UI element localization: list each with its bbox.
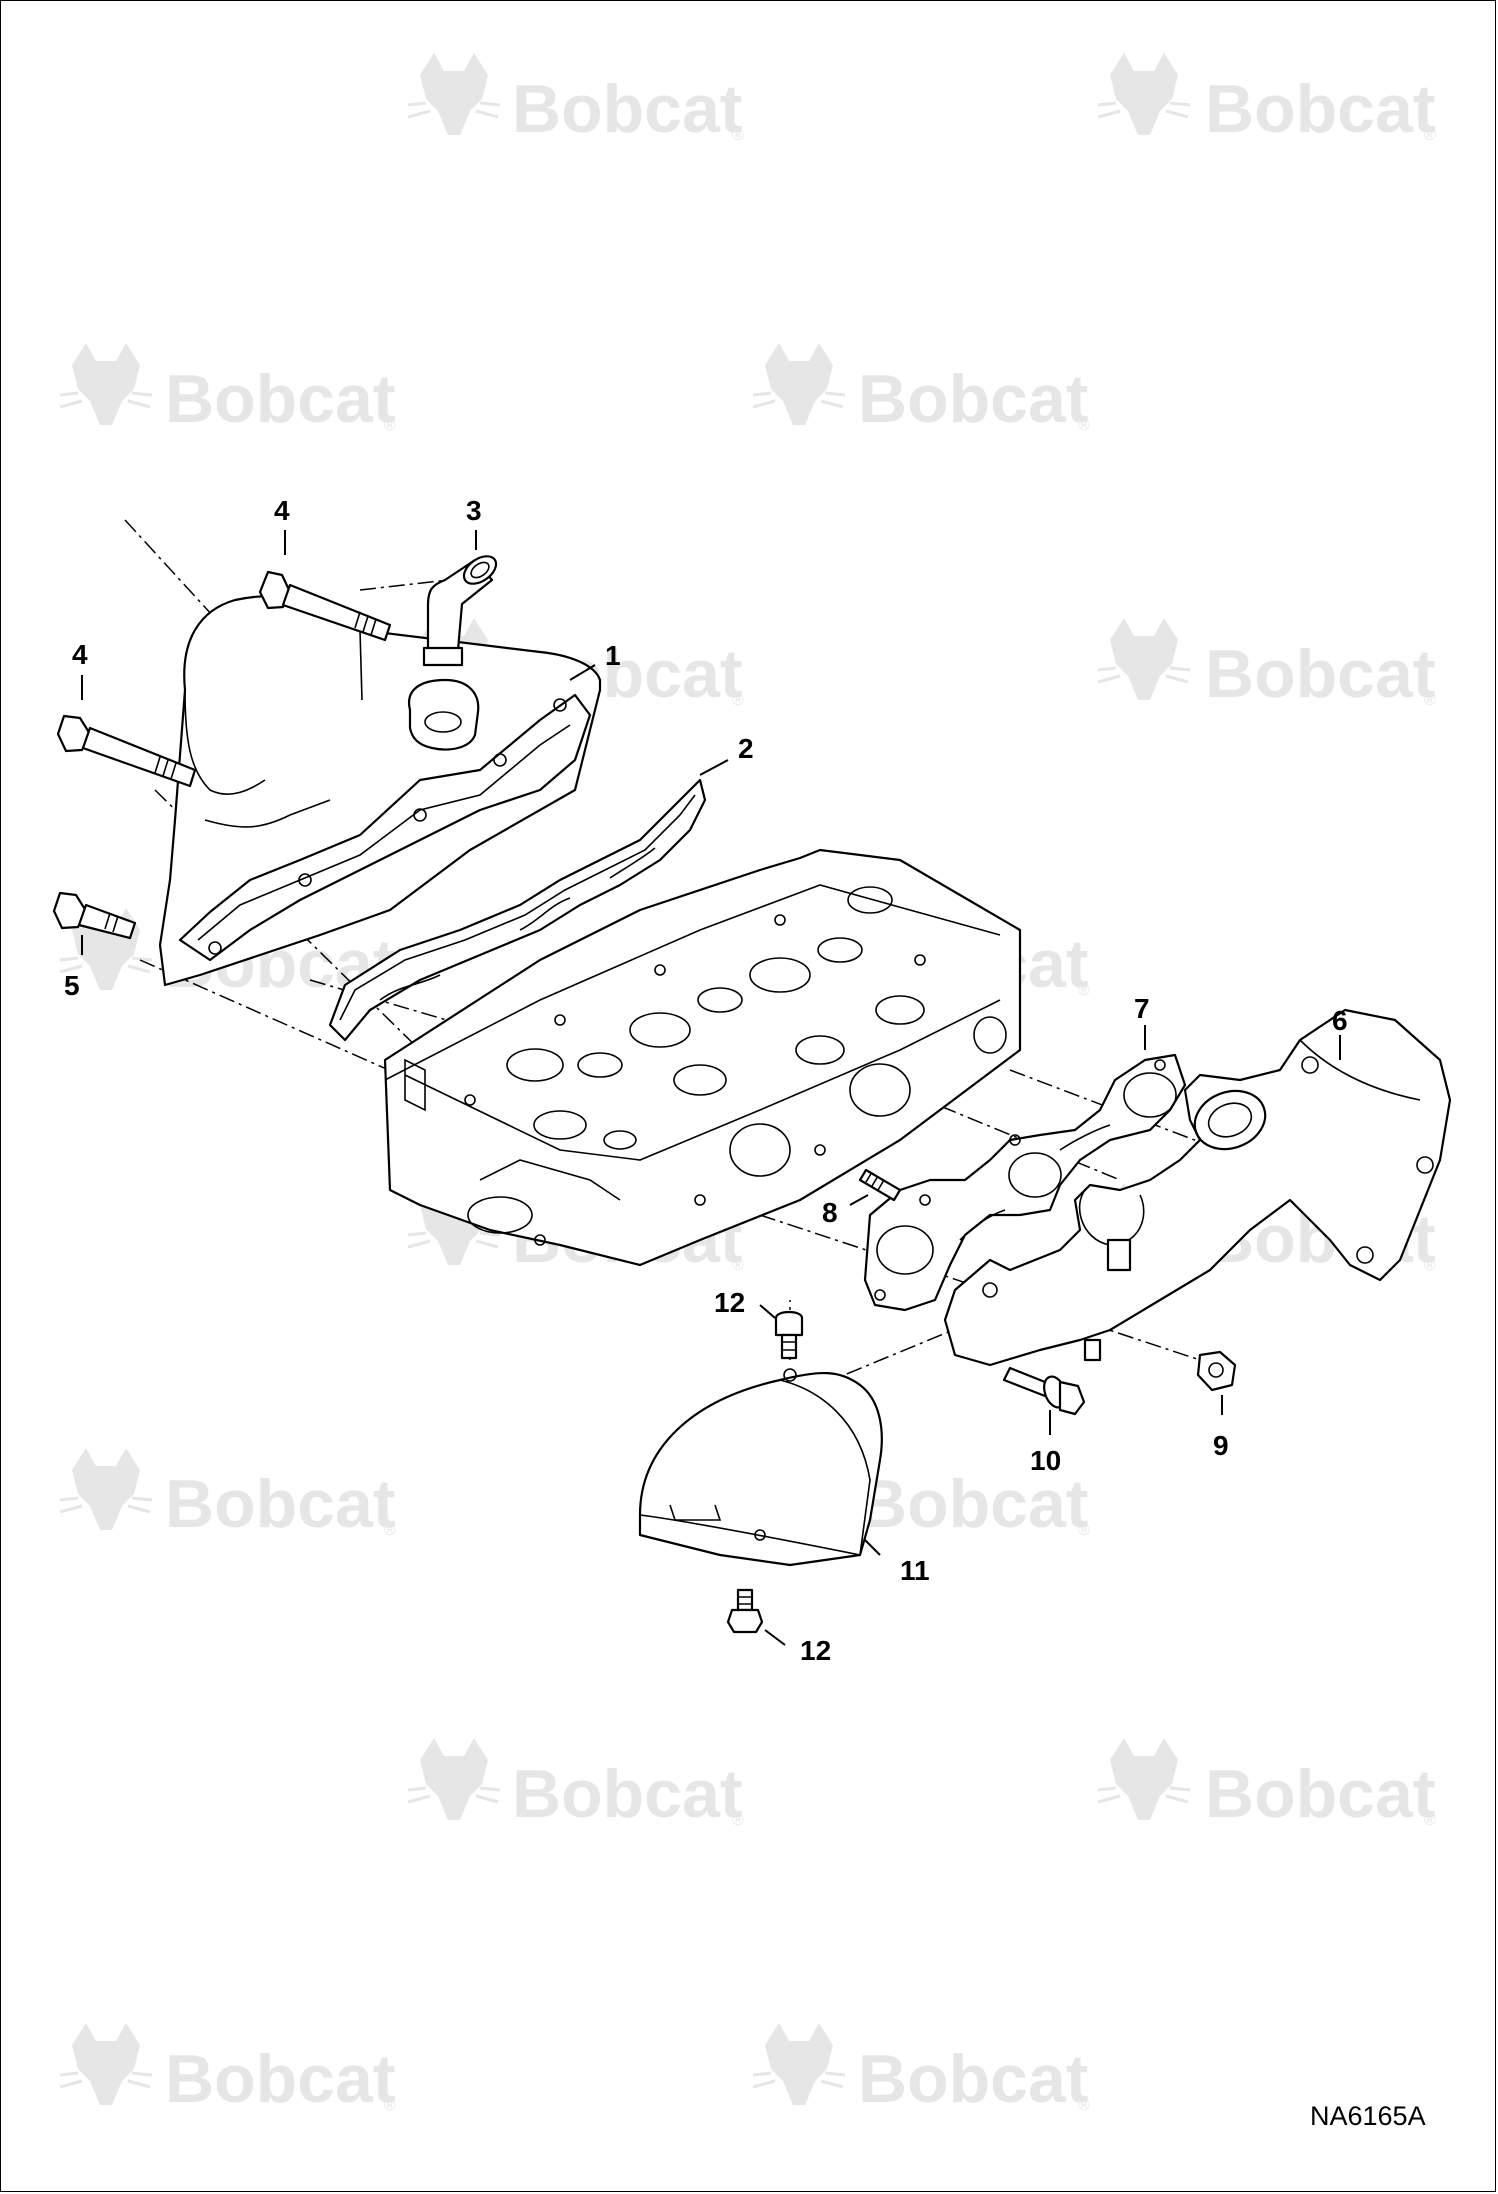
- heat-shield: [638, 1368, 883, 1567]
- watermark-logo: [58, 2021, 154, 2107]
- watermark-registered: ®: [1078, 2097, 1090, 2114]
- callout-c4b: 4: [72, 639, 88, 670]
- watermark-text: Bobcat: [1205, 636, 1435, 712]
- callout-c12b: 12: [800, 1635, 831, 1666]
- figure-id: NA6165A: [1310, 2101, 1426, 2131]
- watermark-logo: [751, 341, 847, 427]
- watermark-text: Bobcat: [858, 1466, 1088, 1542]
- exhaust-manifold: [943, 1008, 1452, 1367]
- long-bolt: [56, 714, 197, 788]
- callouts: 4 3 4 1 2 5 6 7 8 9 10 11 12 12: [64, 495, 1348, 1666]
- nut: [1196, 1350, 1237, 1392]
- callout-c8: 8: [822, 1197, 838, 1228]
- watermark-text: Bobcat: [858, 2041, 1088, 2117]
- watermark-text: Bobcat: [165, 2041, 395, 2117]
- callout-leaders: [81, 530, 1341, 1646]
- watermark-text: Bobcat: [165, 1466, 395, 1542]
- watermark-logo: [1096, 1736, 1192, 1822]
- callout-c2: 2: [738, 733, 754, 764]
- watermark-logo: [751, 2021, 847, 2107]
- watermark-logo: [1096, 616, 1192, 702]
- watermark-registered: ®: [384, 2097, 396, 2114]
- watermark-registered: ®: [1424, 692, 1436, 709]
- watermark-registered: ®: [1078, 1522, 1090, 1539]
- watermark-logo: [1096, 51, 1192, 137]
- watermark-logo: [58, 341, 154, 427]
- callout-c11: 11: [900, 1555, 930, 1586]
- cylinder-head[interactable]: [383, 848, 1022, 1267]
- callout-c9: 9: [1213, 1430, 1229, 1461]
- watermark-registered: ®: [1078, 982, 1090, 999]
- watermark-registered: ®: [384, 417, 396, 434]
- watermark-registered: ®: [732, 692, 744, 709]
- callout-c6: 6: [1332, 1005, 1348, 1036]
- intake-gasket: [328, 778, 707, 1042]
- callout-c3: 3: [466, 495, 482, 526]
- watermark-text: Bobcat: [165, 361, 395, 437]
- short-bolt: [52, 891, 137, 940]
- watermark-text: Bobcat: [858, 361, 1088, 437]
- callout-c10: 10: [1030, 1445, 1061, 1476]
- callout-c4a: 4: [274, 495, 290, 526]
- watermark-text: Bobcat: [1205, 71, 1435, 147]
- long-bolt: [258, 570, 392, 642]
- exhaust-gasket: [863, 1053, 1187, 1312]
- watermark-registered: ®: [1078, 417, 1090, 434]
- watermark-logo: [58, 1446, 154, 1532]
- watermark-registered: ®: [732, 1257, 744, 1274]
- watermark-registered: ®: [1424, 1257, 1436, 1274]
- watermark-registered: ®: [732, 127, 744, 144]
- watermark-registered: ®: [384, 1522, 396, 1539]
- watermark-logo: [406, 1736, 502, 1822]
- breather-elbow: [422, 555, 498, 667]
- shield-screw: [726, 1588, 764, 1634]
- stud: [858, 1168, 902, 1202]
- watermark-logo: [406, 51, 502, 137]
- callout-c12a: 12: [714, 1287, 745, 1318]
- watermark-text: Bobcat: [1205, 1756, 1435, 1832]
- callout-c7: 7: [1134, 993, 1150, 1024]
- flange-bolt: [1002, 1366, 1086, 1416]
- callout-c1: 1: [605, 640, 621, 671]
- watermark-text: Bobcat: [512, 71, 742, 147]
- watermark-registered: ®: [1424, 127, 1436, 144]
- watermark-text: Bobcat: [512, 1756, 742, 1832]
- intake-manifold: [158, 595, 602, 987]
- watermark-registered: ®: [732, 1812, 744, 1829]
- watermark-registered: ®: [1424, 1812, 1436, 1829]
- callout-c5: 5: [64, 970, 80, 1001]
- shield-screw: [774, 1310, 804, 1360]
